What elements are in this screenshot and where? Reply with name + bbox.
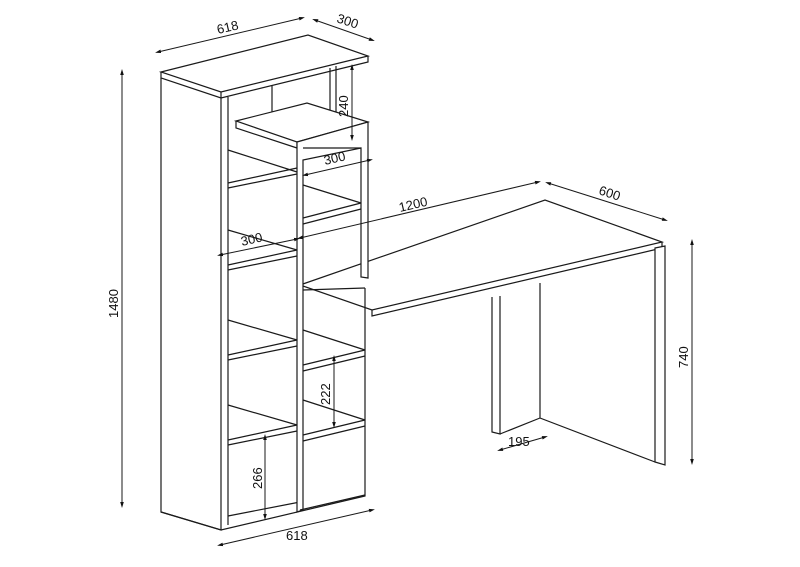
dimension-lines	[120, 16, 694, 547]
label-desk-height: 740	[676, 346, 691, 368]
dimension-labels: 618 300 240 300 300 1200 600 1480 740 22…	[106, 11, 691, 543]
label-desk-length: 1200	[397, 194, 429, 215]
label-leg-width: 195	[508, 434, 530, 449]
label-middle-shelf-width: 300	[239, 229, 264, 248]
label-bottom-shelf-height: 266	[250, 467, 265, 489]
label-top-depth: 300	[335, 11, 360, 32]
label-total-height: 1480	[106, 289, 121, 318]
label-desk-depth: 600	[597, 183, 622, 204]
label-top-width: 618	[215, 17, 240, 36]
label-upper-gap-height: 240	[336, 95, 351, 117]
label-shelf-height: 222	[318, 383, 333, 405]
label-upper-unit-width: 300	[322, 148, 347, 167]
label-bottom-width: 618	[286, 528, 308, 543]
desk	[298, 199, 666, 466]
